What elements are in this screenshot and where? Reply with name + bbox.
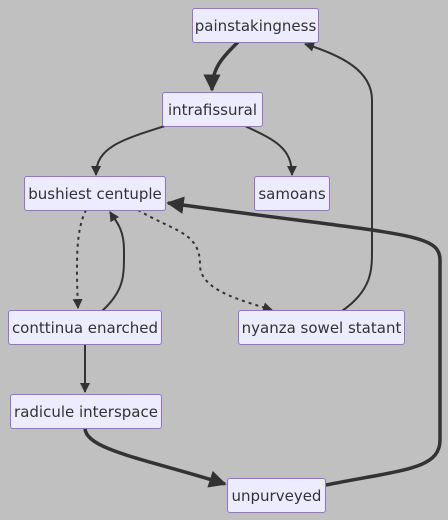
- node-bushiest-centuple[interactable]: bushiest centuple: [24, 176, 166, 211]
- edge-nyanza-sowel-statant-to-painstakingness: [304, 41, 373, 312]
- node-samoans[interactable]: samoans: [254, 176, 330, 211]
- edge-intrafissural-to-samoans: [244, 125, 297, 176]
- edge-unpurveyed-to-bushiest-centuple: [166, 196, 442, 487]
- node-conttinua-enarched[interactable]: conttinua enarched: [8, 310, 162, 345]
- node-radicule-interspace[interactable]: radicule interspace: [10, 394, 162, 429]
- edge-painstakingness-to-intrafissural: [203, 40, 240, 92]
- node-intrafissural[interactable]: intrafissural: [162, 92, 263, 127]
- edge-conttinua-enarched-to-bushiest-centuple: [101, 211, 126, 312]
- node-painstakingness[interactable]: painstakingness: [192, 8, 319, 43]
- edge-bushiest-centuple-to-nyanza-sowel-statant: [137, 209, 273, 313]
- edge-intrafissural-to-bushiest-centuple: [91, 125, 166, 176]
- edge-radicule-interspace-to-unpurveyed: [83, 427, 227, 488]
- node-nyanza-sowel-statant[interactable]: nyanza sowel statant: [238, 310, 405, 345]
- edge-bushiest-centuple-to-conttinua-enarched: [72, 209, 87, 309]
- node-unpurveyed[interactable]: unpurveyed: [227, 478, 326, 513]
